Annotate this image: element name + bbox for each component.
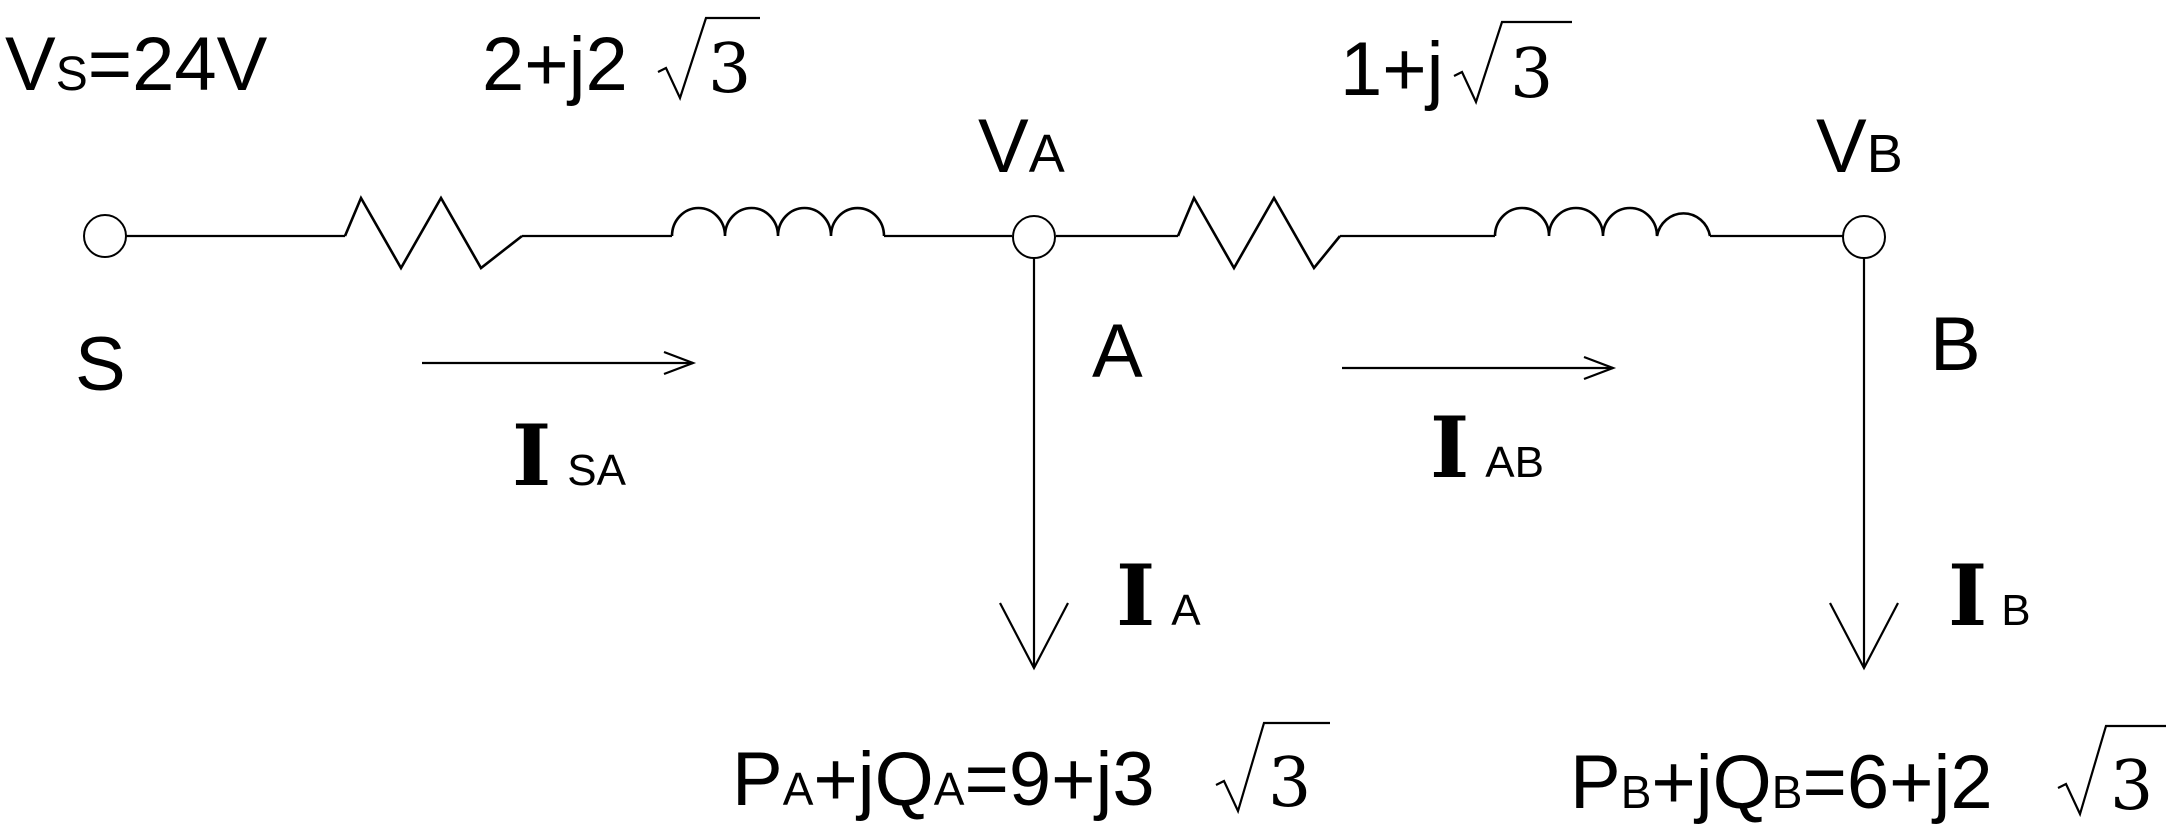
node-a-label: A — [1092, 309, 1143, 394]
node-s-label: S — [75, 322, 126, 407]
arrow-i-ab — [1342, 355, 1617, 381]
wires — [122, 234, 1866, 668]
impedance-ab-label: 1+j — [1340, 27, 1444, 112]
node-a-voltage-label: VA — [978, 104, 1065, 189]
arrow-head-i-b — [1829, 602, 1899, 671]
resistor-ab — [1176, 195, 1342, 271]
svg-text:3: 3 — [1510, 35, 1553, 114]
load-a-label: PA+jQA=9+j3 — [732, 737, 1155, 822]
impedance-sa-label: 2+j2 — [482, 22, 628, 107]
node-b-voltage-label: VB — [1816, 104, 1903, 189]
load-b-label: PB+jQB=6+j2 — [1570, 740, 1993, 825]
arrow-i-sa — [422, 350, 697, 376]
svg-text:3: 3 — [2110, 747, 2153, 826]
arrow-head-i-a — [999, 602, 1069, 671]
load-b-sqrt: 3 — [2057, 724, 2166, 826]
source-voltage-label: VS=24V — [5, 22, 268, 107]
inductor-ab — [1493, 206, 1712, 237]
load-a-sqrt: 3 — [1215, 721, 1330, 823]
inductor-sa — [670, 206, 886, 237]
svg-text:3: 3 — [708, 30, 751, 109]
node-s-terminal — [83, 214, 127, 258]
node-b-label: B — [1930, 302, 1981, 387]
node-a-terminal — [1012, 215, 1056, 259]
resistor-sa — [343, 195, 523, 271]
impedance-sa-sqrt: 3 — [657, 16, 760, 109]
svg-text:3: 3 — [1268, 744, 1311, 823]
node-b-terminal — [1842, 215, 1886, 259]
impedance-ab-sqrt: 3 — [1453, 20, 1572, 114]
